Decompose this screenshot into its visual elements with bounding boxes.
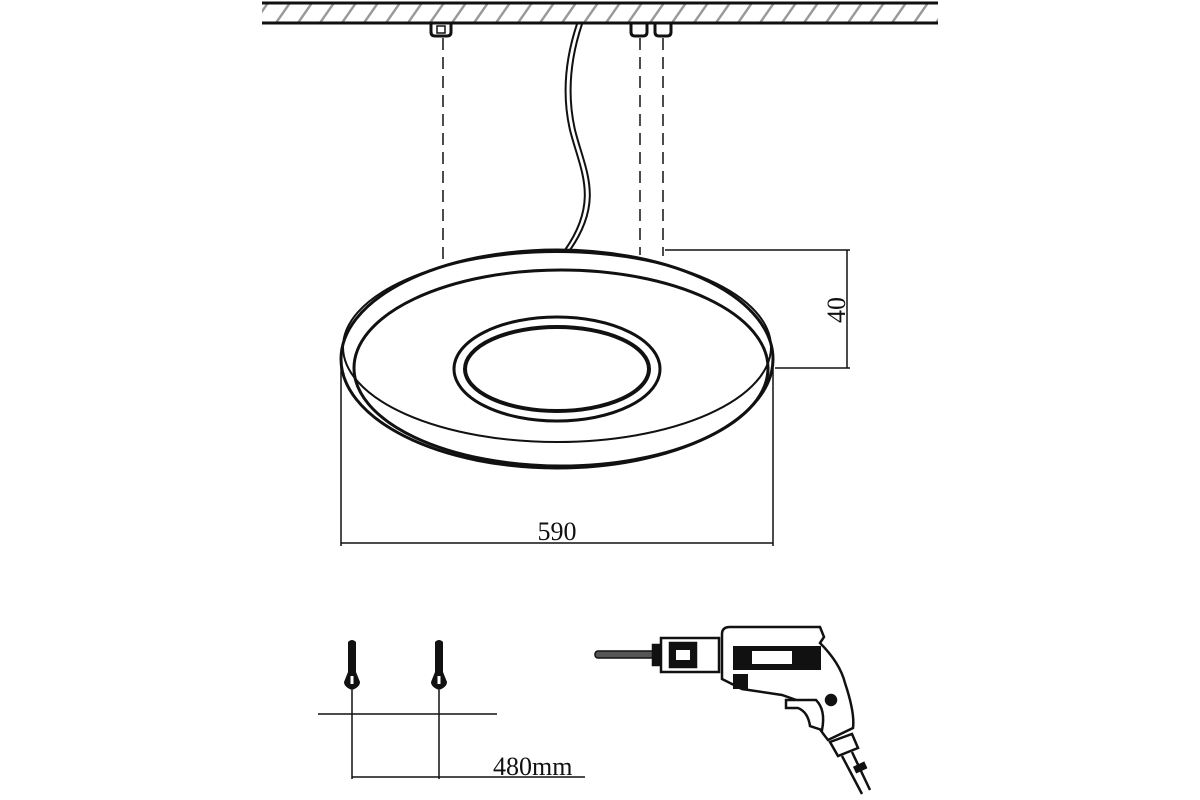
ceiling bbox=[262, 1, 938, 25]
ceiling-brackets bbox=[429, 24, 673, 38]
ceiling-lamp bbox=[339, 248, 775, 470]
mounting-guide-lines bbox=[442, 38, 664, 262]
power-cable bbox=[564, 23, 591, 251]
anchor-spacing-label: 480mm bbox=[493, 752, 572, 781]
wall-anchor-icon bbox=[344, 640, 360, 690]
height-dimension bbox=[665, 249, 850, 369]
drill-icon bbox=[594, 625, 872, 795]
diameter-label: 590 bbox=[538, 517, 577, 546]
anchor-spacing-dimension bbox=[318, 690, 585, 779]
diameter-dimension bbox=[340, 355, 774, 546]
wall-anchor-icon bbox=[431, 640, 447, 690]
height-label: 40 bbox=[822, 297, 851, 323]
